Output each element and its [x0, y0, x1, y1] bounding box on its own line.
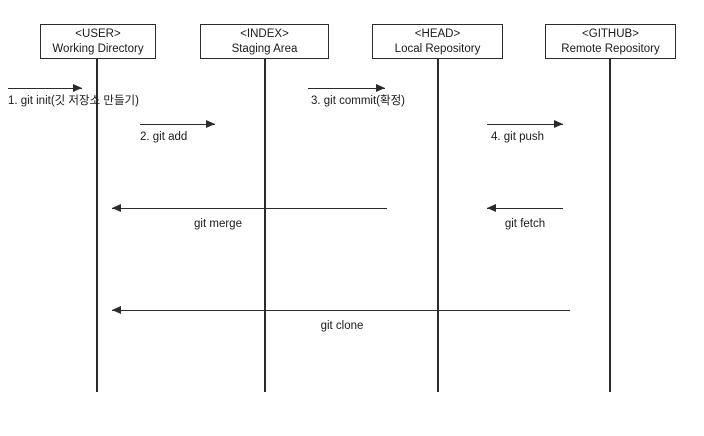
arrowhead-left-git-merge — [112, 203, 121, 212]
actor-name-user: Working Directory — [52, 42, 144, 55]
message-line-git-commit — [308, 88, 385, 89]
message-label-git-init: 1. git init(깃 저장소 만들기) — [8, 95, 139, 107]
actor-box-github[interactable]: <GITHUB>Remote Repository — [545, 24, 676, 59]
message-line-git-add — [140, 124, 215, 125]
arrowhead-right-git-add — [206, 119, 215, 128]
message-line-git-push — [487, 124, 563, 125]
arrowhead-right-git-push — [554, 119, 563, 128]
message-line-git-clone — [112, 310, 570, 311]
message-label-git-fetch: git fetch — [504, 218, 546, 230]
message-label-git-merge: git merge — [194, 218, 242, 230]
actor-tag-github: <GITHUB> — [582, 28, 639, 41]
actor-name-github: Remote Repository — [561, 42, 660, 55]
lifeline-index — [264, 59, 266, 392]
actor-name-index: Staging Area — [231, 42, 298, 55]
actor-box-index[interactable]: <INDEX>Staging Area — [200, 24, 329, 59]
message-line-git-fetch — [487, 208, 563, 209]
actor-tag-index: <INDEX> — [240, 28, 289, 41]
lifeline-github — [609, 59, 611, 392]
message-label-git-clone: git clone — [320, 320, 364, 332]
message-label-git-add: 2. git add — [140, 131, 188, 143]
actor-name-head: Local Repository — [394, 42, 481, 55]
arrowhead-left-git-clone — [112, 305, 121, 314]
message-label-git-push: 4. git push — [491, 131, 545, 143]
arrowhead-right-git-init — [73, 83, 82, 92]
arrowhead-right-git-commit — [376, 83, 385, 92]
lifeline-user — [96, 59, 98, 392]
lifeline-head — [437, 59, 439, 392]
actor-tag-user: <USER> — [75, 28, 121, 41]
actor-box-user[interactable]: <USER>Working Directory — [40, 24, 156, 59]
actor-box-head[interactable]: <HEAD>Local Repository — [372, 24, 503, 59]
message-label-git-commit: 3. git commit(확정) — [311, 95, 406, 107]
arrowhead-left-git-fetch — [487, 203, 496, 212]
message-line-git-init — [8, 88, 82, 89]
message-line-git-merge — [112, 208, 387, 209]
actor-tag-head: <HEAD> — [414, 28, 461, 41]
